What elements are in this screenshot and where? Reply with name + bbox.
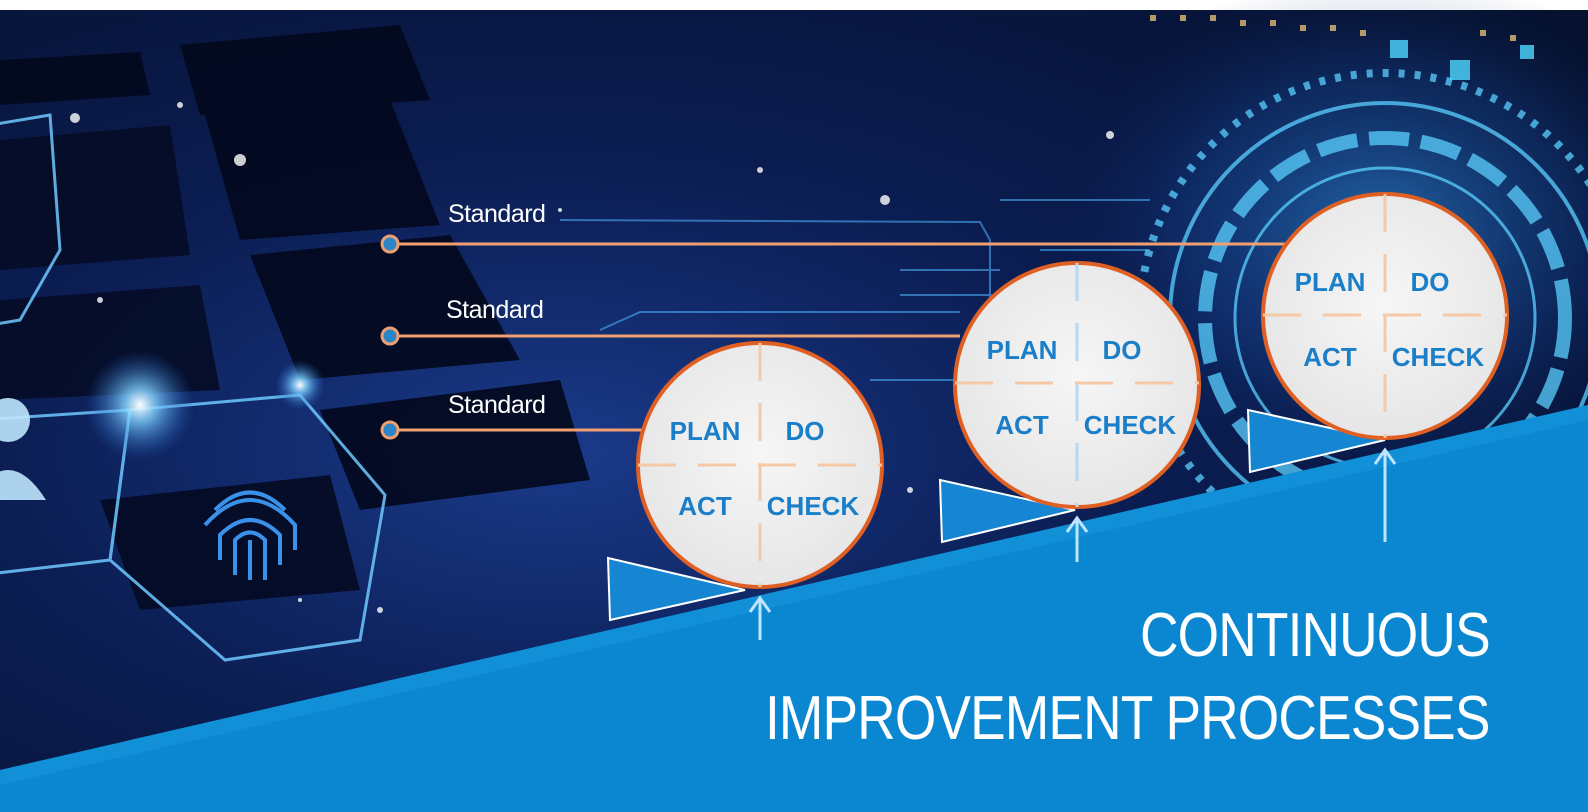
do-label: DO <box>1103 335 1142 365</box>
connector-lines <box>380 234 1290 440</box>
title-line-2: IMPROVEMENT PROCESSES <box>765 684 1490 753</box>
sparkle-dots <box>70 102 1114 613</box>
connector-dot-2 <box>380 326 400 346</box>
up-arrow-icon <box>1065 515 1089 562</box>
standard-label-2: Standard <box>446 296 544 324</box>
cyan-squares <box>1390 40 1534 80</box>
pdca-cycle-1: PLAN DO ACT CHECK <box>636 341 884 640</box>
standard-label-1: Standard <box>448 200 546 228</box>
act-label: ACT <box>995 410 1049 440</box>
check-label: CHECK <box>767 491 860 521</box>
plan-label: PLAN <box>670 416 741 446</box>
do-label: DO <box>1411 267 1450 297</box>
up-arrow-icon <box>748 595 772 640</box>
connector-dot-3 <box>380 420 400 440</box>
connector-dot-1 <box>380 234 400 254</box>
check-label: CHECK <box>1392 342 1485 372</box>
up-arrow-icon <box>1373 447 1397 542</box>
screen-panels <box>0 25 590 610</box>
wedges <box>606 408 1386 622</box>
lens-flare <box>85 350 195 460</box>
band-highlight <box>0 405 1588 785</box>
wedge-icon <box>938 478 1076 544</box>
pdca-cycle-3: PLAN DO ACT CHECK <box>1261 192 1509 542</box>
wedge-icon <box>1246 408 1386 474</box>
wedge-icon <box>606 556 746 622</box>
check-label: CHECK <box>1084 410 1177 440</box>
standard-label-3: Standard <box>448 391 546 419</box>
act-label: ACT <box>678 491 732 521</box>
top-border <box>0 0 1588 10</box>
pdca-cycle-2: PLAN DO ACT CHECK <box>953 261 1201 562</box>
plan-label: PLAN <box>987 335 1058 365</box>
lens-flare-small <box>275 360 325 410</box>
fingerprint-icon <box>203 490 297 580</box>
user-icon <box>0 398 46 500</box>
do-label: DO <box>786 416 825 446</box>
dot-grid <box>1150 15 1516 41</box>
act-label: ACT <box>1303 342 1357 372</box>
plan-label: PLAN <box>1295 267 1366 297</box>
title-line-1: CONTINUOUS <box>1140 601 1491 670</box>
